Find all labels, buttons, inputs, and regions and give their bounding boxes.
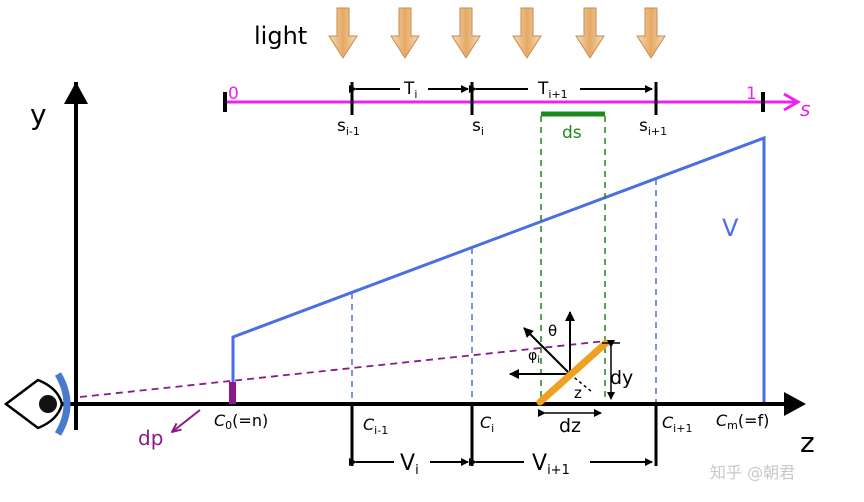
light-arrow: [575, 7, 605, 59]
s-zero-label: 0: [228, 84, 239, 104]
s-one-label: 1: [746, 84, 757, 104]
cip1-label: Ci+1: [662, 413, 692, 435]
z-axis: [6, 392, 806, 416]
dy-label: dy: [610, 367, 633, 389]
cim1-label: Ci-1: [363, 415, 388, 437]
watermark: 知乎 @朝君: [710, 463, 795, 482]
near-plane-pixel: [229, 382, 236, 404]
s-im1-label: si-1: [337, 116, 360, 138]
s-ip1-label: si+1: [639, 116, 667, 138]
c0-label: C0(=n): [214, 411, 268, 432]
dy-measure: [602, 340, 620, 400]
dp-arrow: [172, 409, 201, 432]
z-axis-label: z: [800, 426, 815, 459]
z-small-label: z: [574, 384, 582, 402]
volume-label: V: [722, 214, 739, 242]
volume-outline: [231, 135, 766, 404]
ds-projection: [540, 116, 606, 404]
light-label: light: [254, 22, 307, 50]
s-i-label: si: [472, 116, 484, 138]
c-ticks: [350, 404, 658, 466]
light-arrow: [390, 7, 420, 59]
t-i1-label: Ti+1: [537, 79, 568, 101]
view-ray: [79, 340, 607, 398]
local-frame: [509, 311, 593, 393]
light-arrow: [328, 7, 358, 59]
s-axis-label: s: [800, 97, 810, 121]
t-i-label: Ti: [403, 79, 417, 101]
cm-label: Cm(=f): [716, 411, 769, 432]
surface-segment: [536, 339, 610, 406]
theta-label: θ: [548, 322, 557, 340]
y-axis-label: y: [30, 98, 47, 131]
ds-label: ds: [562, 123, 582, 143]
dp-label: dp: [138, 426, 163, 450]
eye-icon: [3, 372, 71, 436]
s-axis: [223, 82, 802, 117]
light-arrow: [512, 7, 542, 59]
v-i1-label: Vi+1: [532, 451, 570, 478]
light-arrows: [328, 7, 666, 59]
light-arrow: [636, 7, 666, 59]
slice-lines: [351, 179, 657, 404]
light-arrow: [451, 7, 481, 59]
ci-label: Ci: [480, 413, 494, 435]
y-axis: [64, 82, 88, 430]
dz-label: dz: [559, 415, 581, 437]
phi-label: φi: [528, 348, 540, 366]
v-i-label: Vi: [400, 451, 419, 478]
